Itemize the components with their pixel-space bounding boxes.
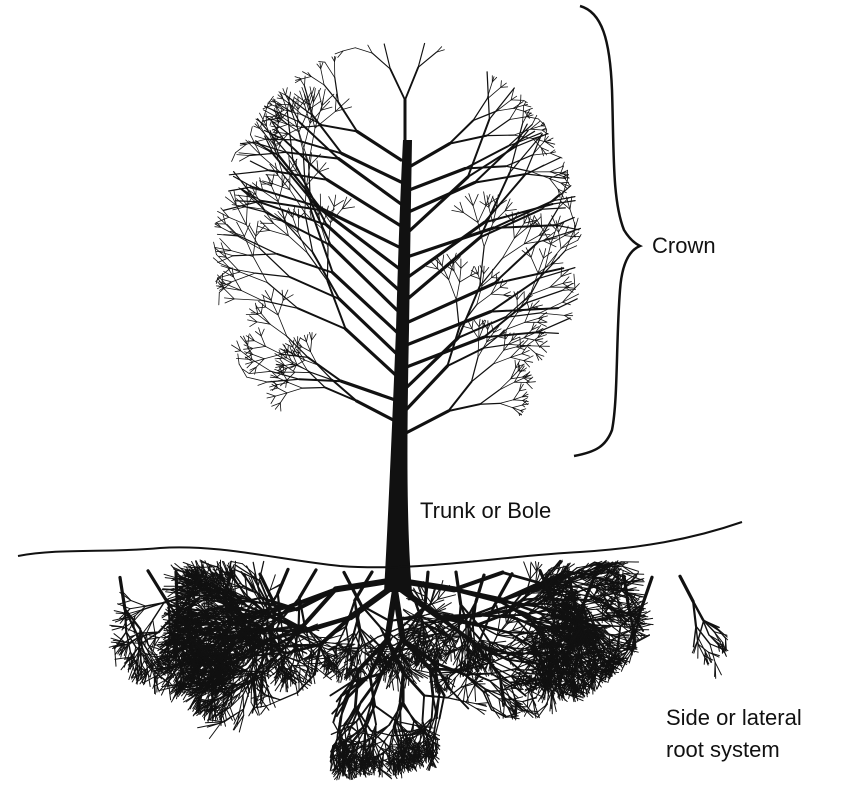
ground-line — [18, 522, 742, 567]
crown-brace — [574, 6, 640, 456]
root-system — [109, 560, 728, 780]
crown-label: Crown — [652, 232, 716, 260]
trunk-label: Trunk or Bole — [420, 497, 551, 525]
root-label-line-1: Side or lateral — [666, 702, 802, 734]
trunk — [384, 140, 412, 592]
root-label-line-2: root system — [666, 734, 802, 766]
root-system-label: Side or lateral root system — [666, 702, 802, 766]
